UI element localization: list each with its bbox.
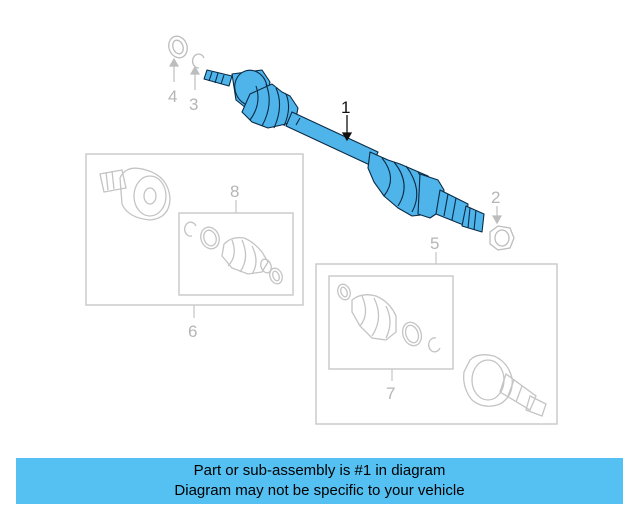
part-4-leader xyxy=(168,57,180,82)
group-5-outer-joint[interactable] xyxy=(463,354,547,417)
part-1-axle-shaft[interactable] xyxy=(203,66,485,233)
callout-3: 3 xyxy=(189,95,198,114)
info-banner: Part or sub-assembly is #1 in diagram Di… xyxy=(16,458,623,504)
group-8-boot-kit[interactable] xyxy=(184,221,285,285)
part-3-leader xyxy=(189,65,201,90)
callout-7: 7 xyxy=(386,384,395,403)
callout-8: 8 xyxy=(230,182,239,201)
part-2-leader xyxy=(491,206,503,225)
callout-2: 2 xyxy=(491,188,500,207)
part-3-snap-ring[interactable] xyxy=(191,53,205,69)
group-7-boot-kit[interactable] xyxy=(336,282,441,353)
group-6-inner-joint[interactable] xyxy=(99,167,171,221)
part-1-leader xyxy=(341,115,353,142)
group-7-box xyxy=(328,275,454,370)
callout-1: 1 xyxy=(341,98,350,117)
callout-5: 5 xyxy=(430,234,439,253)
part-2-axle-nut[interactable] xyxy=(489,225,515,251)
banner-line-1: Part or sub-assembly is #1 in diagram xyxy=(193,462,446,479)
group-5-box xyxy=(315,263,558,425)
banner-line-2: Diagram may not be specific to your vehi… xyxy=(174,482,465,499)
part-4-washer[interactable] xyxy=(166,34,190,61)
callout-6: 6 xyxy=(188,322,197,341)
group-6-box xyxy=(85,153,304,306)
callout-4: 4 xyxy=(168,87,177,106)
